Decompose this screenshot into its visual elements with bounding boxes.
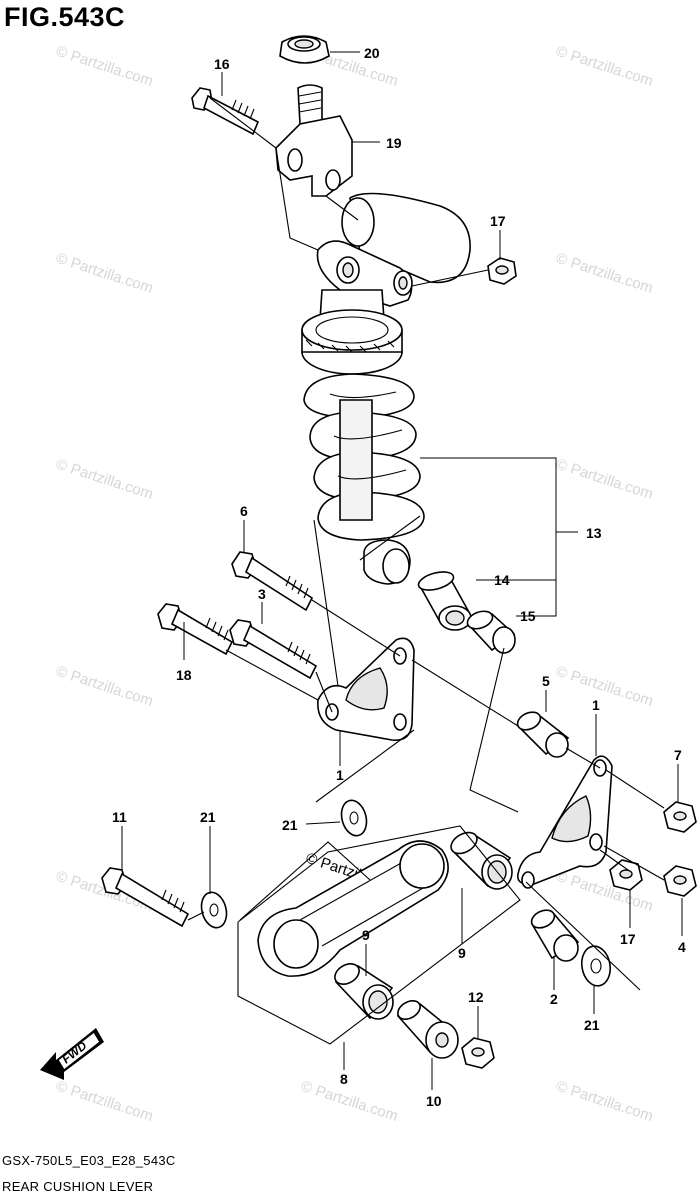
callout-15[interactable]: 15 <box>520 608 536 624</box>
part-12-nut[interactable] <box>461 1037 495 1069</box>
callout-20[interactable]: 20 <box>364 45 380 61</box>
callout-13[interactable]: 13 <box>586 525 602 541</box>
part-11-bolt[interactable] <box>101 867 190 928</box>
part-21-washer-right[interactable] <box>579 944 614 988</box>
callout-8[interactable]: 8 <box>340 1071 348 1087</box>
watermark: © Partzilla.com <box>554 663 655 710</box>
part-1-plate-right[interactable] <box>517 755 613 889</box>
watermark: © Partzilla.com <box>299 1078 400 1125</box>
part-6-bolt[interactable] <box>231 551 314 612</box>
part-8-cushion-rod[interactable] <box>257 840 449 977</box>
watermark: © Partzilla.com <box>54 456 155 503</box>
assembly-lines <box>187 97 665 1045</box>
callout-21[interactable]: 21 <box>584 1017 600 1033</box>
part-9-bearing-lower[interactable] <box>331 960 394 1020</box>
callout-1[interactable]: 1 <box>592 697 600 713</box>
callout-14[interactable]: 14 <box>494 572 510 588</box>
part-21-washer-mid[interactable] <box>338 798 370 839</box>
callout-11[interactable]: 11 <box>112 809 127 825</box>
part-14-bearing[interactable] <box>417 569 472 631</box>
callout-18[interactable]: 18 <box>176 667 192 683</box>
callout-5[interactable]: 5 <box>542 673 550 689</box>
watermark: © Partzilla.com <box>54 250 155 297</box>
model-code: GSX-750L5_E03_E28_543C <box>2 1153 176 1168</box>
callout-17[interactable]: 17 <box>490 213 506 229</box>
callout-6[interactable]: 6 <box>240 503 248 519</box>
callout-2[interactable]: 2 <box>550 991 558 1007</box>
callout-13-bracket <box>420 457 578 617</box>
part-13-shock-absorber[interactable] <box>301 192 471 585</box>
part-15-collar[interactable] <box>465 608 516 654</box>
part-20-nut[interactable] <box>279 35 330 64</box>
part-4-nut[interactable] <box>663 865 697 897</box>
callout-labels: 16 20 19 17 13 14 15 6 3 18 1 5 1 7 17 4… <box>112 45 686 1109</box>
callout-16[interactable]: 16 <box>214 56 230 72</box>
callout-12[interactable]: 12 <box>468 989 484 1005</box>
callout-10[interactable]: 10 <box>426 1093 442 1109</box>
callout-4[interactable]: 4 <box>678 939 686 955</box>
callout-21[interactable]: 21 <box>282 817 298 833</box>
part-1-plate-left[interactable] <box>317 637 415 741</box>
callout-21[interactable]: 21 <box>200 809 216 825</box>
leader-lines <box>121 51 683 1090</box>
part-17-nut-lower[interactable] <box>609 859 643 891</box>
part-9-bearing-upper[interactable] <box>447 828 513 890</box>
watermark: © Partzilla.com <box>54 43 155 90</box>
watermark: © Partzilla.com <box>554 250 655 297</box>
watermark: © Partzilla.com <box>554 456 655 503</box>
figure-title: FIG.543C <box>4 2 126 32</box>
callout-3[interactable]: 3 <box>258 586 266 602</box>
watermark: © Partzilla.com <box>54 663 155 710</box>
part-18-bolt[interactable] <box>157 603 234 656</box>
part-5-spacer[interactable] <box>515 709 570 758</box>
watermark: © Partzilla.com <box>554 1078 655 1125</box>
callout-9[interactable]: 9 <box>458 945 466 961</box>
part-21-washer-left[interactable] <box>198 890 230 931</box>
part-19-upper-bracket[interactable] <box>275 84 353 197</box>
part-7-nut[interactable] <box>663 801 697 833</box>
section-name: REAR CUSHION LEVER <box>2 1179 154 1194</box>
part-3-bolt[interactable] <box>229 619 318 680</box>
callout-1[interactable]: 1 <box>336 767 344 783</box>
callout-7[interactable]: 7 <box>674 747 682 763</box>
part-17-nut-upper[interactable] <box>487 257 517 285</box>
callout-19[interactable]: 19 <box>386 135 402 151</box>
part-10-collar-bolt[interactable] <box>395 997 459 1059</box>
part-2-spacer[interactable] <box>529 907 580 962</box>
fwd-arrow-icon: FWD <box>40 1028 104 1080</box>
watermark: © Partzilla.com <box>554 43 655 90</box>
callout-17[interactable]: 17 <box>620 931 636 947</box>
callout-9[interactable]: 9 <box>362 927 370 943</box>
watermark: © Partzilla.com <box>54 1078 155 1125</box>
